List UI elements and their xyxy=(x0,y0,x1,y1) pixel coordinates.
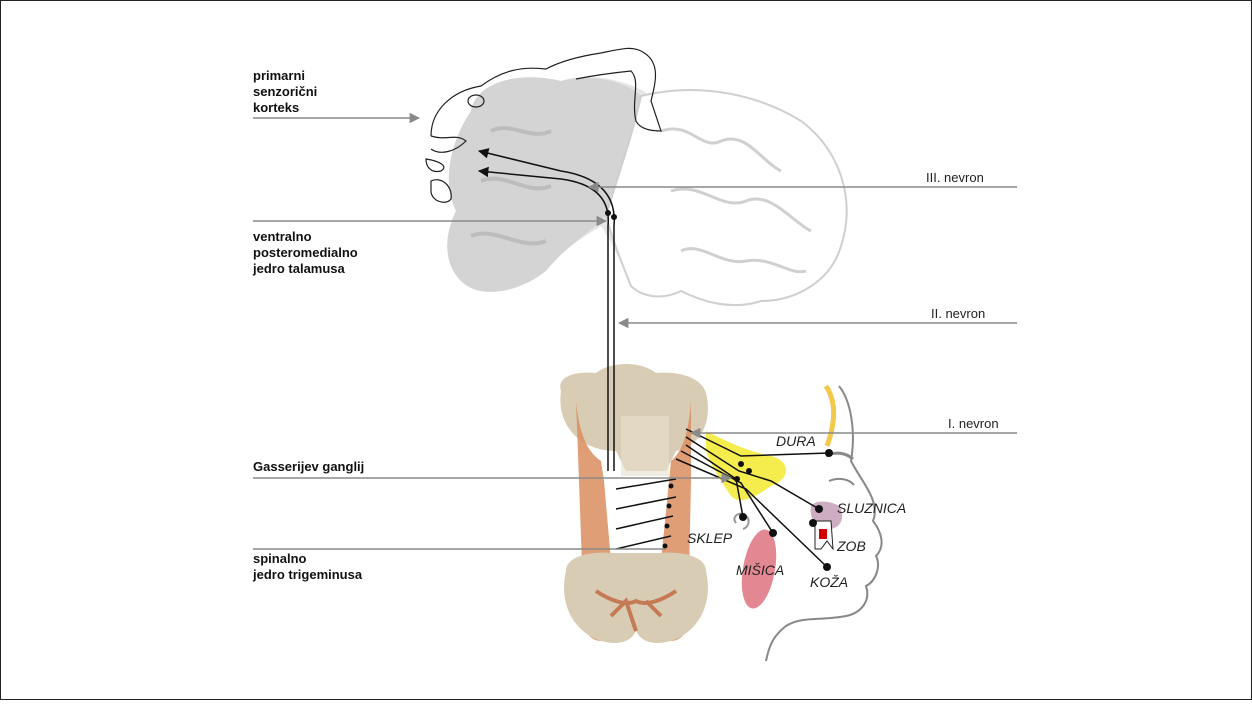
label-gasserian-ganglion: Gasserijev ganglij xyxy=(253,459,364,474)
label-neuron-2: II. nevron xyxy=(931,306,985,321)
label-koza: KOŽA xyxy=(810,574,848,590)
label-vpm-thalamus: ventralno posteromedialno jedro talamusa xyxy=(252,229,361,276)
brain-section xyxy=(447,77,846,305)
label-primary-cortex: primarni senzorični korteks xyxy=(253,68,321,115)
label-neuron-3: III. nevron xyxy=(926,170,984,185)
label-misica: MIŠICA xyxy=(736,562,784,578)
label-dura: DURA xyxy=(776,433,816,449)
label-spinal-nucleus: spinalno jedro trigeminusa xyxy=(252,551,363,582)
label-zob: ZOB xyxy=(836,538,866,554)
label-sklep: SKLEP xyxy=(687,530,733,546)
brainstem-illustration xyxy=(560,364,708,643)
label-neuron-1: I. nevron xyxy=(948,416,999,431)
label-sluznica: SLUZNICA xyxy=(837,500,906,516)
